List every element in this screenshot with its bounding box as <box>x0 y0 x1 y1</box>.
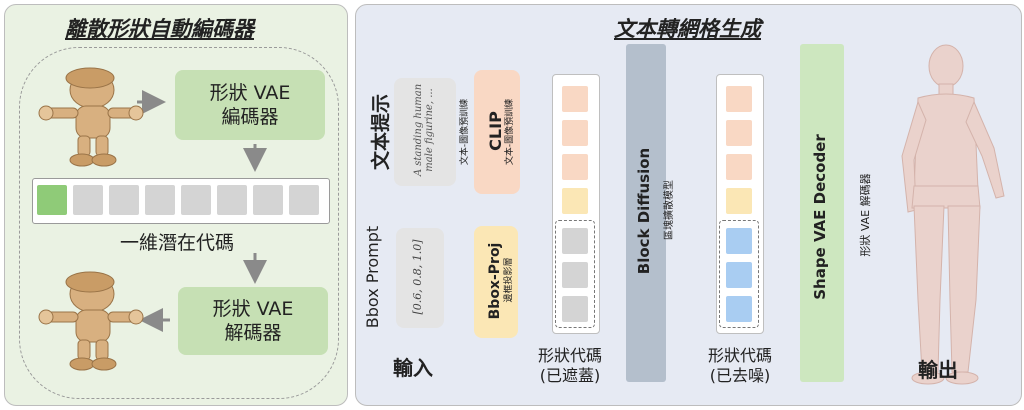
masked-region-outline <box>555 220 595 328</box>
decoder-label-line1: 形狀 VAE <box>212 298 294 320</box>
bbox-values-card <box>396 228 444 328</box>
denoised-token <box>726 228 752 254</box>
denoised-region-outline <box>719 220 759 328</box>
denoised-token <box>726 296 752 322</box>
bbox-proj-box <box>474 226 518 338</box>
denoised-codes-line2: (已去噪) <box>709 366 771 385</box>
mario-figure-output <box>38 271 144 371</box>
latent-cell <box>217 185 247 215</box>
denoised-codes-line1: 形狀代碼 <box>707 346 772 365</box>
latent-cell <box>289 185 319 215</box>
bbox-token <box>562 188 588 214</box>
masked-token <box>562 228 588 254</box>
latent-code-label: 一維潛在代碼 <box>119 232 234 254</box>
text-token <box>562 154 588 180</box>
denoised-codes-caption: 形狀代碼 (已去噪) <box>690 346 790 386</box>
masked-token <box>562 296 588 322</box>
latent-cell <box>145 185 175 215</box>
text-token <box>562 86 588 112</box>
text-to-mesh-title: 文本轉網格生成 <box>614 17 761 41</box>
latent-cell-active <box>37 185 67 215</box>
masked-codes-line2: (已遮蓋) <box>539 366 601 385</box>
bbox-token <box>726 188 752 214</box>
latent-cell <box>109 185 139 215</box>
encoder-label-line1: 形狀 VAE <box>209 82 291 104</box>
encoder-label-line2: 編碼器 <box>221 106 279 128</box>
masked-codes-caption: 形狀代碼 (已遮蓋) <box>520 346 620 386</box>
text-token <box>726 120 752 146</box>
masked-token <box>562 262 588 288</box>
denoised-token-column <box>716 74 764 334</box>
text-token <box>562 120 588 146</box>
autoencoder-title: 離散形狀自動編碼器 <box>65 17 254 41</box>
autoencoder-loop-outline <box>19 47 339 399</box>
latent-cell <box>181 185 211 215</box>
shape-vae-decoder-bar <box>800 44 844 382</box>
decoder-label-line2: 解碼器 <box>224 322 282 344</box>
clip-encoder-box <box>474 70 520 194</box>
output-label: 輸出 <box>918 358 958 382</box>
latent-cell <box>73 185 103 215</box>
latent-cell <box>253 185 283 215</box>
denoised-token <box>726 262 752 288</box>
text-prompt-card <box>394 78 456 186</box>
text-token <box>726 154 752 180</box>
block-diffusion-bar <box>626 44 666 382</box>
mario-figure-input <box>38 67 144 167</box>
masked-codes-line1: 形狀代碼 <box>537 346 602 365</box>
text-token <box>726 86 752 112</box>
input-label: 輸入 <box>393 356 433 380</box>
